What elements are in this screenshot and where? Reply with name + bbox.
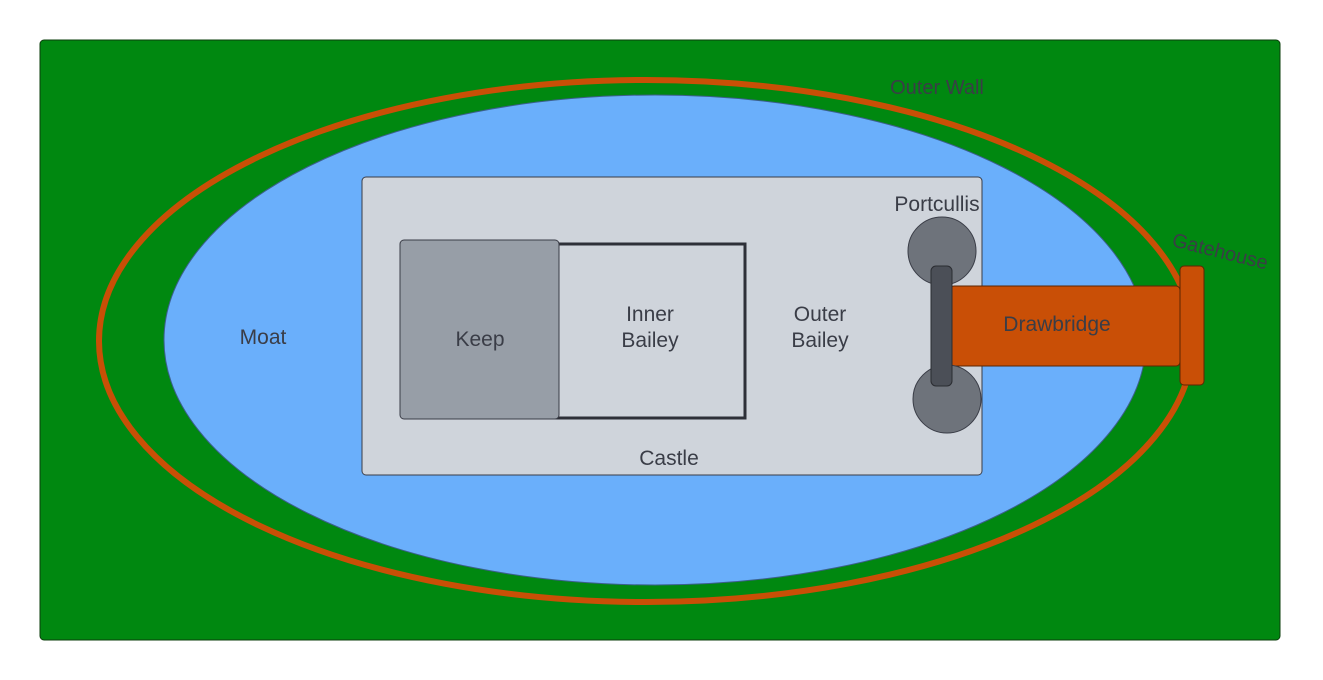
castle-label: Castle xyxy=(639,447,699,470)
keep xyxy=(399,239,560,420)
gatehouse xyxy=(1179,265,1205,386)
portcullis-label: Portcullis xyxy=(894,193,979,216)
keep-label: Keep xyxy=(455,328,504,351)
outer-wall-label: Outer Wall xyxy=(890,77,984,99)
inner-bailey-label-line1: Inner xyxy=(626,303,674,326)
portcullis-gate xyxy=(930,265,953,387)
drawbridge-label: Drawbridge xyxy=(1003,313,1110,336)
inner-bailey-label-line2: Bailey xyxy=(621,329,679,352)
outer-bailey-label-line2: Bailey xyxy=(791,329,849,352)
moat-label: Moat xyxy=(240,326,287,349)
outer-bailey-label-line1: Outer xyxy=(794,303,847,326)
